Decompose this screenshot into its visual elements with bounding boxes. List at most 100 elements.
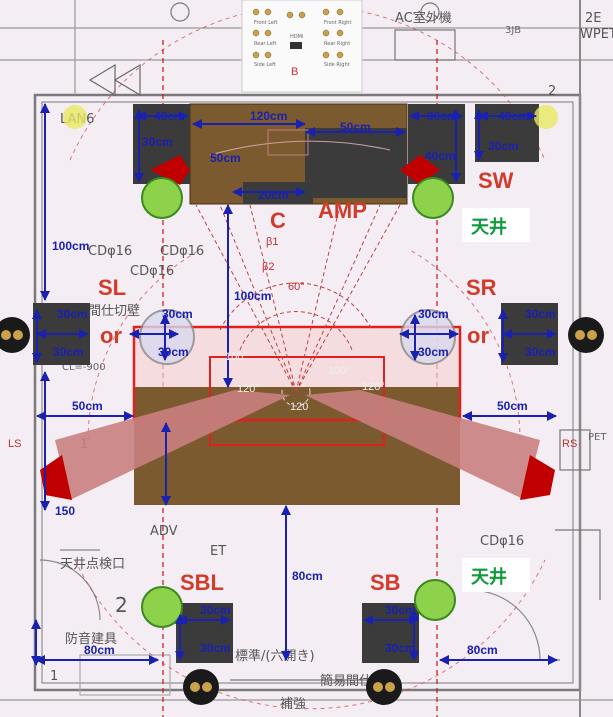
dim-100-center: 100cm bbox=[234, 289, 271, 303]
dim-30-sl-b: 30cm bbox=[53, 345, 84, 359]
dim-30-sr-b: 30cm bbox=[525, 345, 556, 359]
dim-30-sl-a: 30cm bbox=[57, 307, 88, 321]
dim-100-left: 100cm bbox=[52, 239, 89, 253]
speaker-icon-top-left bbox=[63, 105, 87, 129]
dim-30-sbl-b: 30cm bbox=[200, 641, 231, 655]
label-ceiling-bottom: 天井 bbox=[471, 566, 507, 588]
dim-40-farright: 40cm bbox=[498, 109, 529, 123]
sbl-box bbox=[176, 603, 233, 663]
standard-label: 標準/(六開き) bbox=[235, 648, 315, 664]
dim-30-r-b: 30cm bbox=[418, 345, 449, 359]
e2-label: 2E bbox=[585, 11, 602, 26]
angle-120-right: 120° bbox=[362, 381, 385, 393]
dim-50-left: 50cm bbox=[210, 151, 241, 165]
label-or-right: or bbox=[467, 323, 489, 348]
panel-label-1: Front Right bbox=[324, 20, 351, 26]
dim-30-sb-a: 30cm bbox=[385, 603, 416, 617]
dim-30-topleft: 30cm bbox=[142, 135, 173, 149]
dim-50-top: 50cm bbox=[340, 120, 371, 134]
panel-label-3: HDMI bbox=[290, 34, 303, 40]
ac-label: AC室外機 bbox=[395, 10, 452, 26]
ceiling-check-label: 天井点検口 bbox=[60, 557, 125, 572]
dim-30-sr-a: 30cm bbox=[525, 307, 556, 321]
label-sr: SR bbox=[466, 275, 497, 300]
panel-label-5: Side Left bbox=[254, 62, 276, 68]
label-or-left: or bbox=[100, 323, 122, 348]
dim-80-center: 80cm bbox=[292, 569, 323, 583]
plan-num-1a: 1 bbox=[50, 669, 58, 684]
label-sbl: SBL bbox=[180, 570, 224, 595]
angle-60: 60° bbox=[288, 281, 305, 293]
adv-label: ADV bbox=[150, 524, 178, 539]
cd16-a: CDφ16 bbox=[88, 244, 132, 259]
wpet-label: WPET bbox=[580, 27, 613, 42]
fitting-label: 防音建具 bbox=[65, 631, 117, 647]
dim-30-c-a: 30cm bbox=[162, 307, 193, 321]
dim-80-left: 80cm bbox=[84, 643, 115, 657]
speaker-icon-top-right bbox=[534, 105, 558, 129]
panel-marker: B bbox=[291, 66, 298, 78]
label-c: C bbox=[270, 208, 286, 233]
speaker-icon-left bbox=[0, 317, 30, 353]
dim-50-rightgap: 50cm bbox=[497, 399, 528, 413]
speaker-icon-rear-left bbox=[183, 669, 219, 705]
label-ceiling-top: 天井 bbox=[471, 216, 507, 238]
cl900-label: CL=-900 bbox=[62, 362, 106, 373]
pet-label: PET bbox=[588, 432, 607, 443]
panel-label-0: Front Left bbox=[254, 20, 278, 26]
dim-30-r-a: 30cm bbox=[418, 307, 449, 321]
plan-two: 2 bbox=[115, 593, 128, 617]
right-surround-tweeter-icon bbox=[520, 455, 555, 500]
dim-120: 120cm bbox=[250, 109, 287, 123]
dim-30-sbl-a: 30cm bbox=[200, 603, 231, 617]
av-input-panel: Front Left Front Right Rear Left HDMI Re… bbox=[241, 0, 363, 93]
speaker-icon-rear-right bbox=[366, 669, 402, 705]
dimension-labels: 120cm 50cm 50cm 20cm 40cm 30cm 30cm 40cm… bbox=[52, 109, 556, 657]
ceiling-speaker-front-left bbox=[141, 177, 183, 219]
channel-labels: SW AMP C SL SR or or SBL SB LS RS bbox=[8, 168, 577, 595]
dim-30-farright: 30cm bbox=[488, 139, 519, 153]
ceiling-speaker-rear-left bbox=[141, 586, 183, 628]
panel-label-6: Side Right bbox=[324, 62, 350, 68]
angle-120-left: 120° bbox=[237, 383, 260, 395]
front-left-tweeter-icon bbox=[150, 155, 190, 185]
dimension-arrows bbox=[31, 103, 558, 666]
jb-label: 3JB bbox=[505, 25, 521, 36]
dim-80-right: 80cm bbox=[467, 643, 498, 657]
dim-50-leftgap: 50cm bbox=[72, 399, 103, 413]
label-amp: AMP bbox=[318, 198, 367, 223]
dim-150: 150 bbox=[55, 504, 75, 518]
plan-num-2: 2 bbox=[548, 84, 556, 99]
et-label: ET bbox=[210, 544, 226, 559]
ceiling-speakers bbox=[141, 177, 456, 628]
cd16-d: CDφ16 bbox=[480, 534, 524, 549]
label-sw: SW bbox=[478, 168, 514, 193]
label-rs: RS bbox=[562, 438, 577, 450]
angle-beta2: β2 bbox=[262, 261, 274, 273]
angle-120-bottom: 120 bbox=[290, 401, 308, 413]
ceiling-speaker-rear-right bbox=[414, 579, 456, 621]
dim-40-topleft: 40cm bbox=[154, 109, 185, 123]
dim-30-c-b: 30cm bbox=[158, 345, 189, 359]
dim-30-sb-b: 30cm bbox=[385, 641, 416, 655]
label-sl: SL bbox=[98, 275, 126, 300]
cd16-b: CDφ16 bbox=[160, 244, 204, 259]
angle-100-right: 100° bbox=[328, 365, 351, 377]
panel-label-4: Rear Right bbox=[324, 41, 350, 47]
dim-20: 20cm bbox=[258, 188, 289, 202]
angle-100-left: 100° bbox=[225, 351, 248, 363]
panel-label-2: Rear Left bbox=[254, 41, 276, 47]
dim-40-topright: 40cm bbox=[425, 149, 456, 163]
ceiling-labels: 天井 天井 bbox=[462, 208, 530, 592]
cd16-c: CDφ16 bbox=[130, 264, 174, 279]
angle-beta1: β1 bbox=[266, 236, 278, 248]
reinforce-label: 補強 bbox=[280, 697, 306, 712]
label-ls: LS bbox=[8, 438, 21, 450]
label-sb: SB bbox=[370, 570, 401, 595]
speaker-photo-icons bbox=[0, 105, 604, 705]
speaker-icon-right bbox=[568, 317, 604, 353]
angle-labels: 100° 100° 120° 120° 60° β1 β2 120 bbox=[225, 236, 385, 413]
dim-30-topright: 30cm bbox=[427, 109, 458, 123]
